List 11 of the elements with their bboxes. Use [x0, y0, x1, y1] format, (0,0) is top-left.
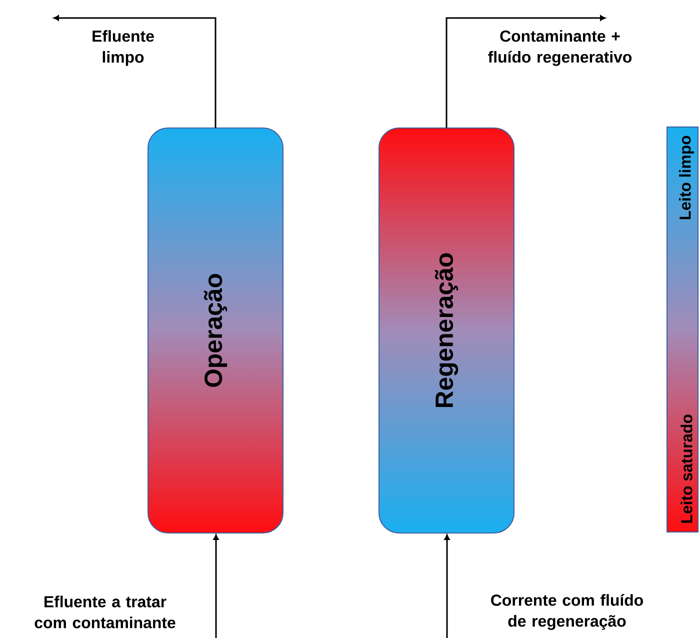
edge-label: Contaminante + fluído regenerativo: [488, 30, 632, 66]
column-box: Operação: [148, 127, 284, 534]
edge-label: Efluente limpo: [92, 30, 154, 66]
gradient-bar: Leito limpo Leito saturado: [666, 126, 698, 532]
arrow: [54, 15, 216, 128]
column-box: Regeneração: [378, 127, 514, 534]
arrow: [446, 15, 606, 128]
arrow: [444, 534, 450, 638]
edge-label: Corrente com fluído de regeneração: [491, 594, 643, 630]
arrow: [213, 534, 219, 638]
edge-label: Efluente a tratar com contaminante: [34, 596, 176, 628]
